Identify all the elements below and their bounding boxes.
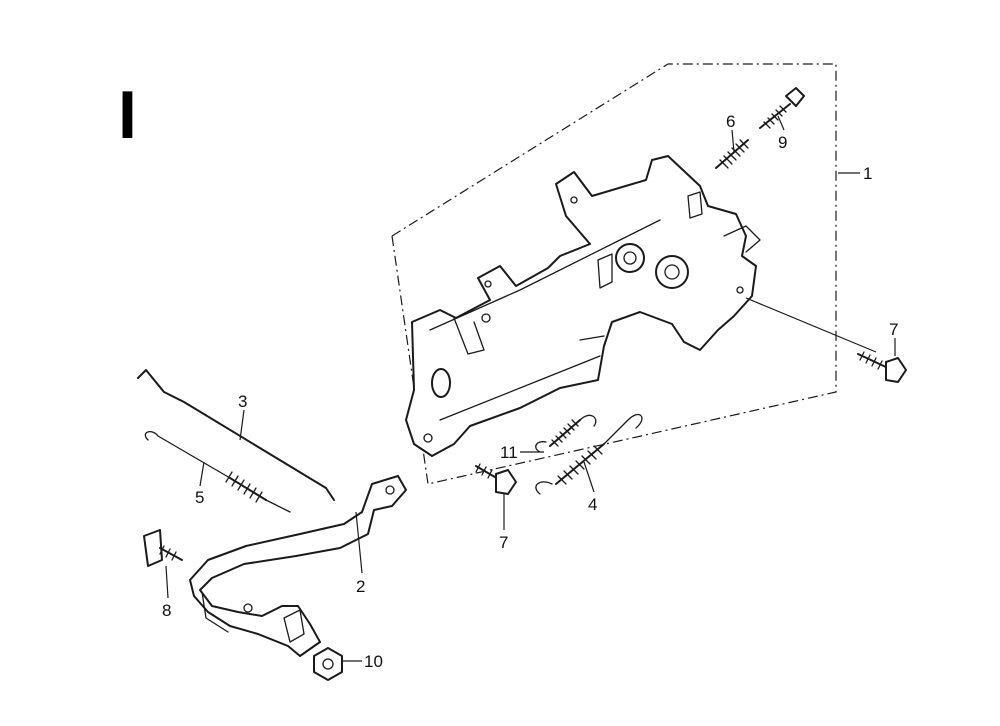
callout-2: 2 — [356, 577, 365, 596]
callout-9: 9 — [778, 133, 787, 152]
leader-7a — [745, 297, 896, 356]
choke-spring — [715, 139, 749, 169]
callout-5: 5 — [195, 488, 204, 507]
governor-arm-bolt — [143, 529, 183, 567]
flange-bolt-lower — [475, 463, 517, 495]
leader-9 — [777, 115, 785, 131]
governor-spring — [535, 413, 643, 495]
leader-3 — [239, 409, 245, 441]
leader-6 — [731, 129, 735, 153]
callout-1: 1 — [863, 164, 872, 183]
throttle-return-spring — [144, 430, 291, 513]
section-marker: I — [118, 77, 137, 153]
control-base-plate — [405, 155, 761, 457]
callout-10: 10 — [364, 652, 383, 671]
governor-arm — [189, 475, 407, 657]
throttle-stop-screw — [759, 87, 805, 129]
leader-4 — [583, 461, 595, 493]
callout-4: 4 — [588, 495, 597, 514]
leader-8 — [165, 565, 169, 599]
callout-6: 6 — [726, 112, 735, 131]
callout-7a: 7 — [889, 320, 898, 339]
callout-3: 3 — [238, 392, 247, 411]
callout-7b: 7 — [499, 533, 508, 552]
flange-nut — [313, 647, 343, 681]
callout-11: 11 — [500, 443, 518, 462]
leader-5 — [199, 461, 205, 487]
spring-11 — [535, 414, 597, 453]
leader-2 — [355, 511, 363, 574]
callout-8: 8 — [162, 601, 171, 620]
governor-rod — [137, 369, 335, 501]
flange-bolt-right — [857, 351, 907, 383]
